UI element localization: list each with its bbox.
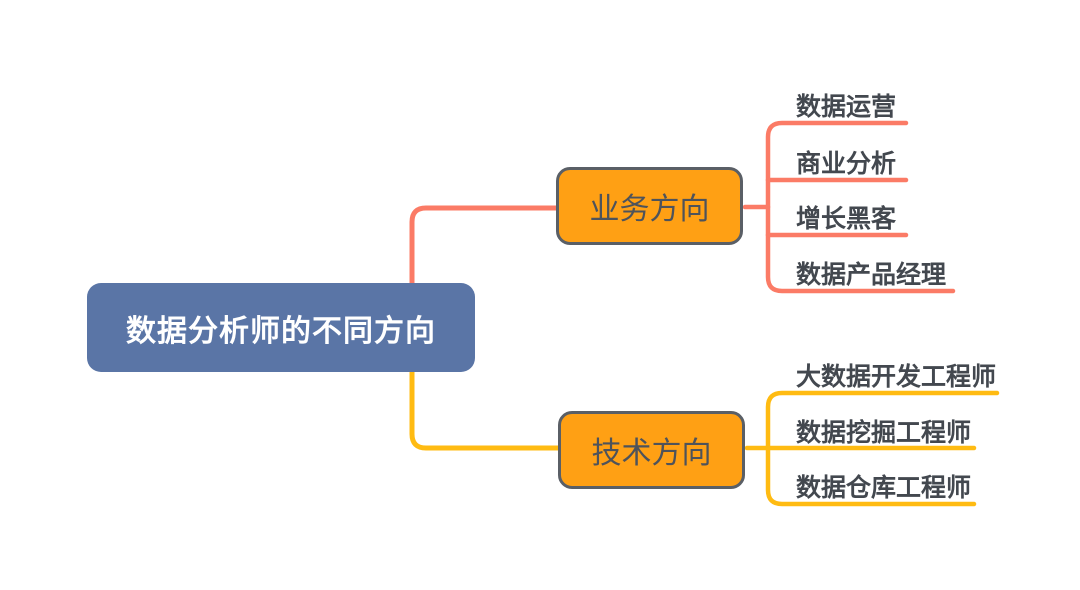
leaf-node-business-3[interactable]: 增长黑客 — [796, 205, 897, 233]
branch-node-business[interactable]: 业务方向 — [556, 167, 743, 245]
branch-node-business-label: 业务方向 — [589, 193, 710, 226]
branch-node-tech[interactable]: 技术方向 — [558, 411, 745, 489]
business-branch-trunk-line — [765, 120, 956, 294]
leaf-node-tech-2[interactable]: 数据挖掘工程师 — [796, 419, 972, 447]
central-topic-node[interactable]: 数据分析师的不同方向 — [87, 283, 475, 372]
leaf-node-tech-3[interactable]: 数据仓库工程师 — [796, 474, 972, 502]
central-topic-label: 数据分析师的不同方向 — [126, 314, 436, 348]
branch-node-tech-label: 技术方向 — [591, 437, 712, 470]
leaf-node-tech-1[interactable]: 大数据开发工程师 — [796, 363, 997, 391]
central-to-tech-connector-line — [409, 366, 565, 451]
leaf-node-business-4[interactable]: 数据产品经理 — [796, 261, 947, 289]
central-to-business-connector-line — [409, 205, 563, 289]
leaf-node-business-2[interactable]: 商业分析 — [796, 150, 897, 178]
tech-branch-trunk-line — [765, 390, 1000, 507]
leaf-node-business-1[interactable]: 数据运营 — [796, 93, 897, 121]
